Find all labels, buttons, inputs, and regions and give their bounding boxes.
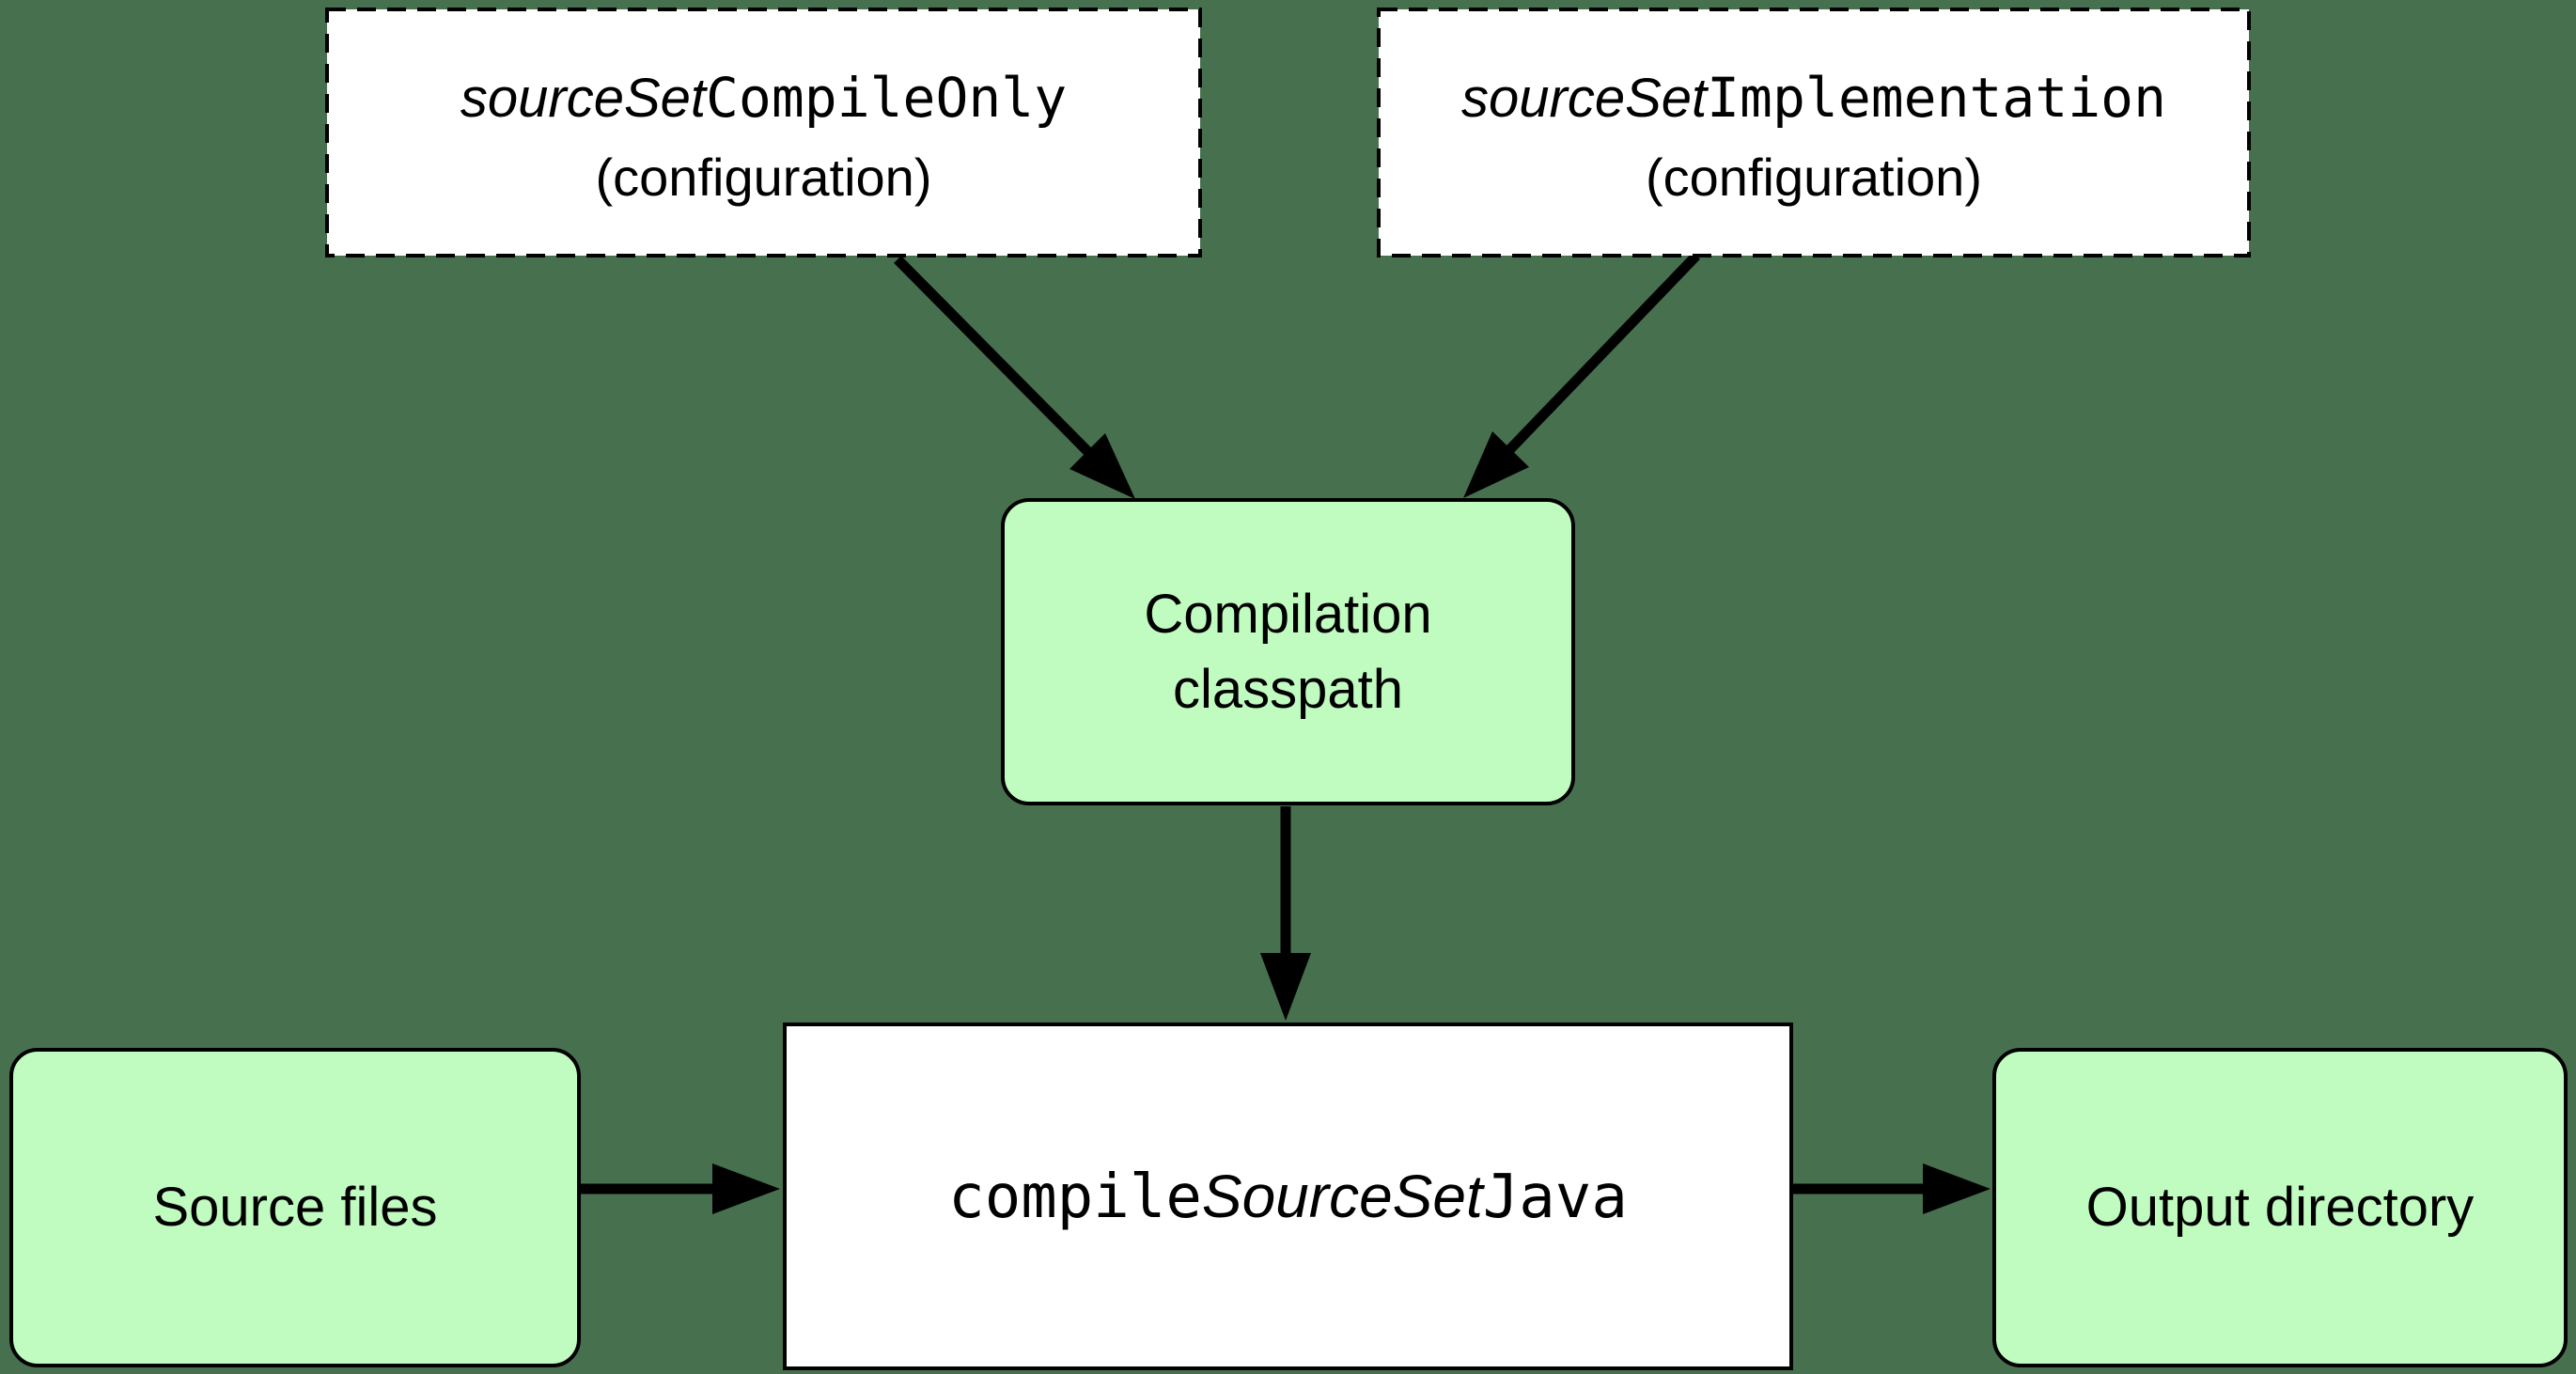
task-mono-suffix: Java: [1482, 1162, 1628, 1232]
arrow-implementation-to-classpath: [1463, 252, 1700, 498]
node-title: sourceSetCompileOnly: [461, 58, 1067, 138]
node-implementation-configuration: sourceSetImplementation (configuration): [1377, 8, 2251, 258]
node-source-files: Source files: [9, 1048, 581, 1367]
task-mono-prefix: compile: [948, 1162, 1202, 1232]
node-label-line1: Compilation: [1144, 583, 1432, 645]
arrow-sourcefiles-to-compiletask: [581, 1163, 780, 1214]
title-mono-part: Implementation: [1707, 65, 2167, 130]
node-label: compileSourceSetJava: [948, 1159, 1628, 1235]
node-compilation-classpath: Compilation classpath: [1001, 498, 1575, 805]
node-label: Source files: [152, 1177, 438, 1238]
node-subtitle: (configuration): [1646, 147, 1982, 207]
dashed-border: [325, 8, 1202, 258]
node-title: sourceSetImplementation: [1461, 58, 2166, 138]
node-label-line2: classpath: [1172, 658, 1404, 720]
node-compile-task: compileSourceSetJava: [783, 1023, 1793, 1370]
title-italic-part: sourceSet: [460, 67, 707, 129]
arrow-classpath-to-compiletask: [1260, 806, 1311, 1021]
arrow-compileonly-to-classpath: [894, 256, 1135, 499]
node-subtitle: (configuration): [595, 147, 932, 207]
task-italic-part: SourceSet: [1201, 1162, 1483, 1230]
node-output-directory: Output directory: [1992, 1048, 2568, 1367]
arrow-compiletask-to-outputdir: [1793, 1163, 1991, 1214]
node-label: Output directory: [2085, 1177, 2475, 1238]
title-italic-part: sourceSet: [1460, 67, 1708, 129]
dashed-border: [1377, 8, 2251, 258]
title-mono-part: CompileOnly: [706, 65, 1068, 130]
node-compileonly-configuration: sourceSetCompileOnly (configuration): [325, 8, 1202, 258]
